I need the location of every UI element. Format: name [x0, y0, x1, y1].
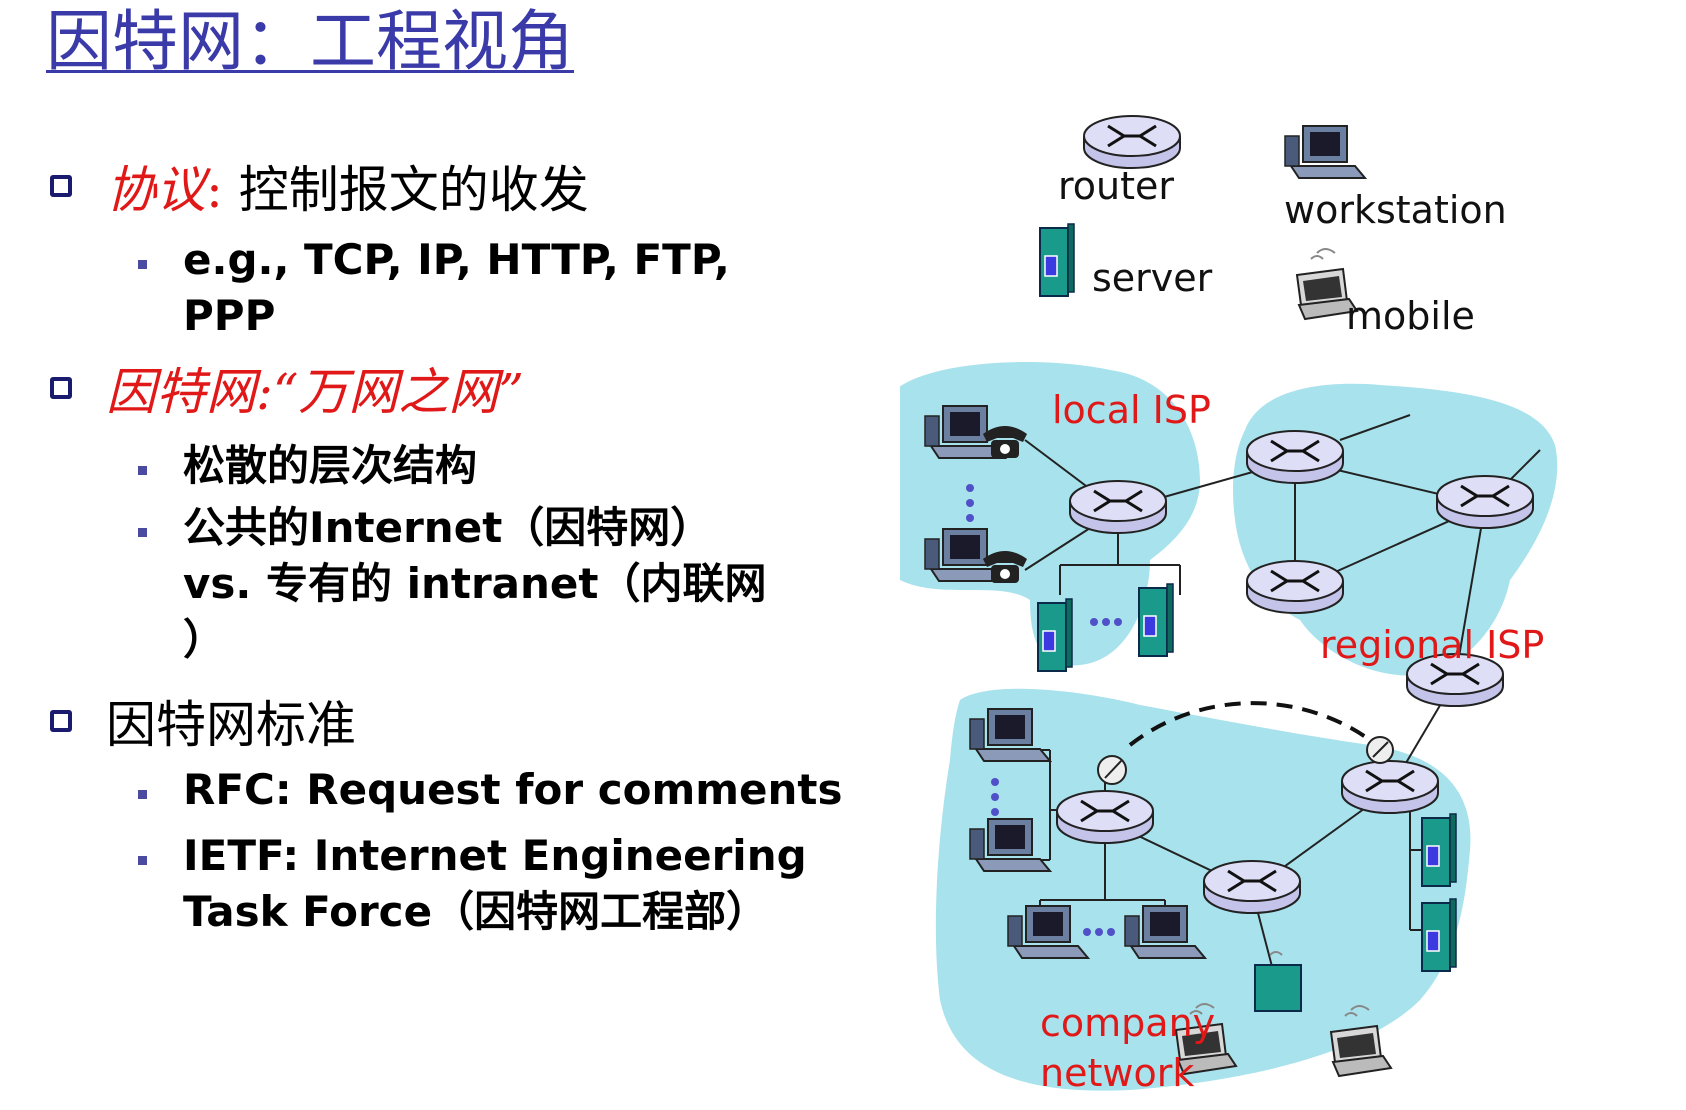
- company-network-line-1: company: [1040, 1001, 1216, 1045]
- highlight-term: 因特网:: [106, 363, 273, 421]
- bullet-body: 控制报文的收发: [238, 161, 589, 219]
- sub-bullet: 松散的层次结构: [138, 438, 477, 494]
- checkbox-bullet-icon: [50, 175, 72, 197]
- separator: :: [206, 161, 239, 219]
- sub-bullet-line: 公共的Internet（因特网）: [183, 503, 713, 552]
- sub-bullet-line: vs. 专有的 intranet（内联网: [183, 559, 767, 608]
- legend-router-label: router: [1058, 164, 1175, 208]
- legend-mobile-label: mobile: [1346, 294, 1475, 338]
- network-diagram: [900, 114, 1558, 1091]
- regional-isp-label: regional ISP: [1320, 623, 1545, 667]
- bullet-protocol: 协议: 控制报文的收发: [50, 150, 589, 222]
- bullet-text: 协议: 控制报文的收发: [106, 150, 589, 222]
- legend-server-label: server: [1092, 256, 1213, 300]
- square-bullet-icon: [138, 260, 147, 269]
- square-bullet-icon: [138, 528, 147, 537]
- sub-bullet-line: ）: [183, 615, 226, 664]
- sub-bullet-line: RFC: Request for comments: [183, 765, 843, 814]
- square-bullet-icon: [138, 790, 147, 799]
- sub-bullet: 公共的Internet（因特网） vs. 专有的 intranet（内联网 ）: [138, 500, 766, 668]
- bullet-standards: 因特网标准: [50, 685, 356, 757]
- sub-bullet-line: e.g., TCP, IP, HTTP, FTP,: [183, 235, 730, 284]
- sub-bullet: IETF: Internet Engineering Task Force（因特…: [138, 828, 807, 940]
- bullet-text: 因特网标准: [106, 696, 356, 754]
- company-network-line-2: network: [1040, 1051, 1195, 1095]
- sub-bullet-line: PPP: [183, 291, 276, 340]
- sub-bullet-line: 松散的层次结构: [183, 441, 478, 490]
- sub-bullet: e.g., TCP, IP, HTTP, FTP, PPP: [138, 232, 730, 344]
- legend-workstation-label: workstation: [1284, 188, 1507, 232]
- sub-bullet-line: IETF: Internet Engineering: [183, 831, 807, 880]
- page-title: 因特网：工程视角: [46, 3, 574, 80]
- checkbox-bullet-icon: [50, 377, 72, 399]
- highlight-term: 协议: [106, 161, 206, 219]
- bullet-text: 因特网:“万网之网”: [106, 352, 524, 424]
- sub-bullet: RFC: Request for comments: [138, 762, 842, 818]
- local-isp-label: local ISP: [1052, 388, 1211, 432]
- bullet-internet: 因特网:“万网之网”: [50, 352, 524, 424]
- sub-bullet-line: Task Force（因特网工程部）: [183, 887, 769, 936]
- company-network-label: company network: [1040, 998, 1215, 1098]
- bullet-body: “万网之网”: [272, 363, 524, 421]
- square-bullet-icon: [138, 856, 147, 865]
- checkbox-bullet-icon: [50, 710, 72, 732]
- square-bullet-icon: [138, 466, 147, 475]
